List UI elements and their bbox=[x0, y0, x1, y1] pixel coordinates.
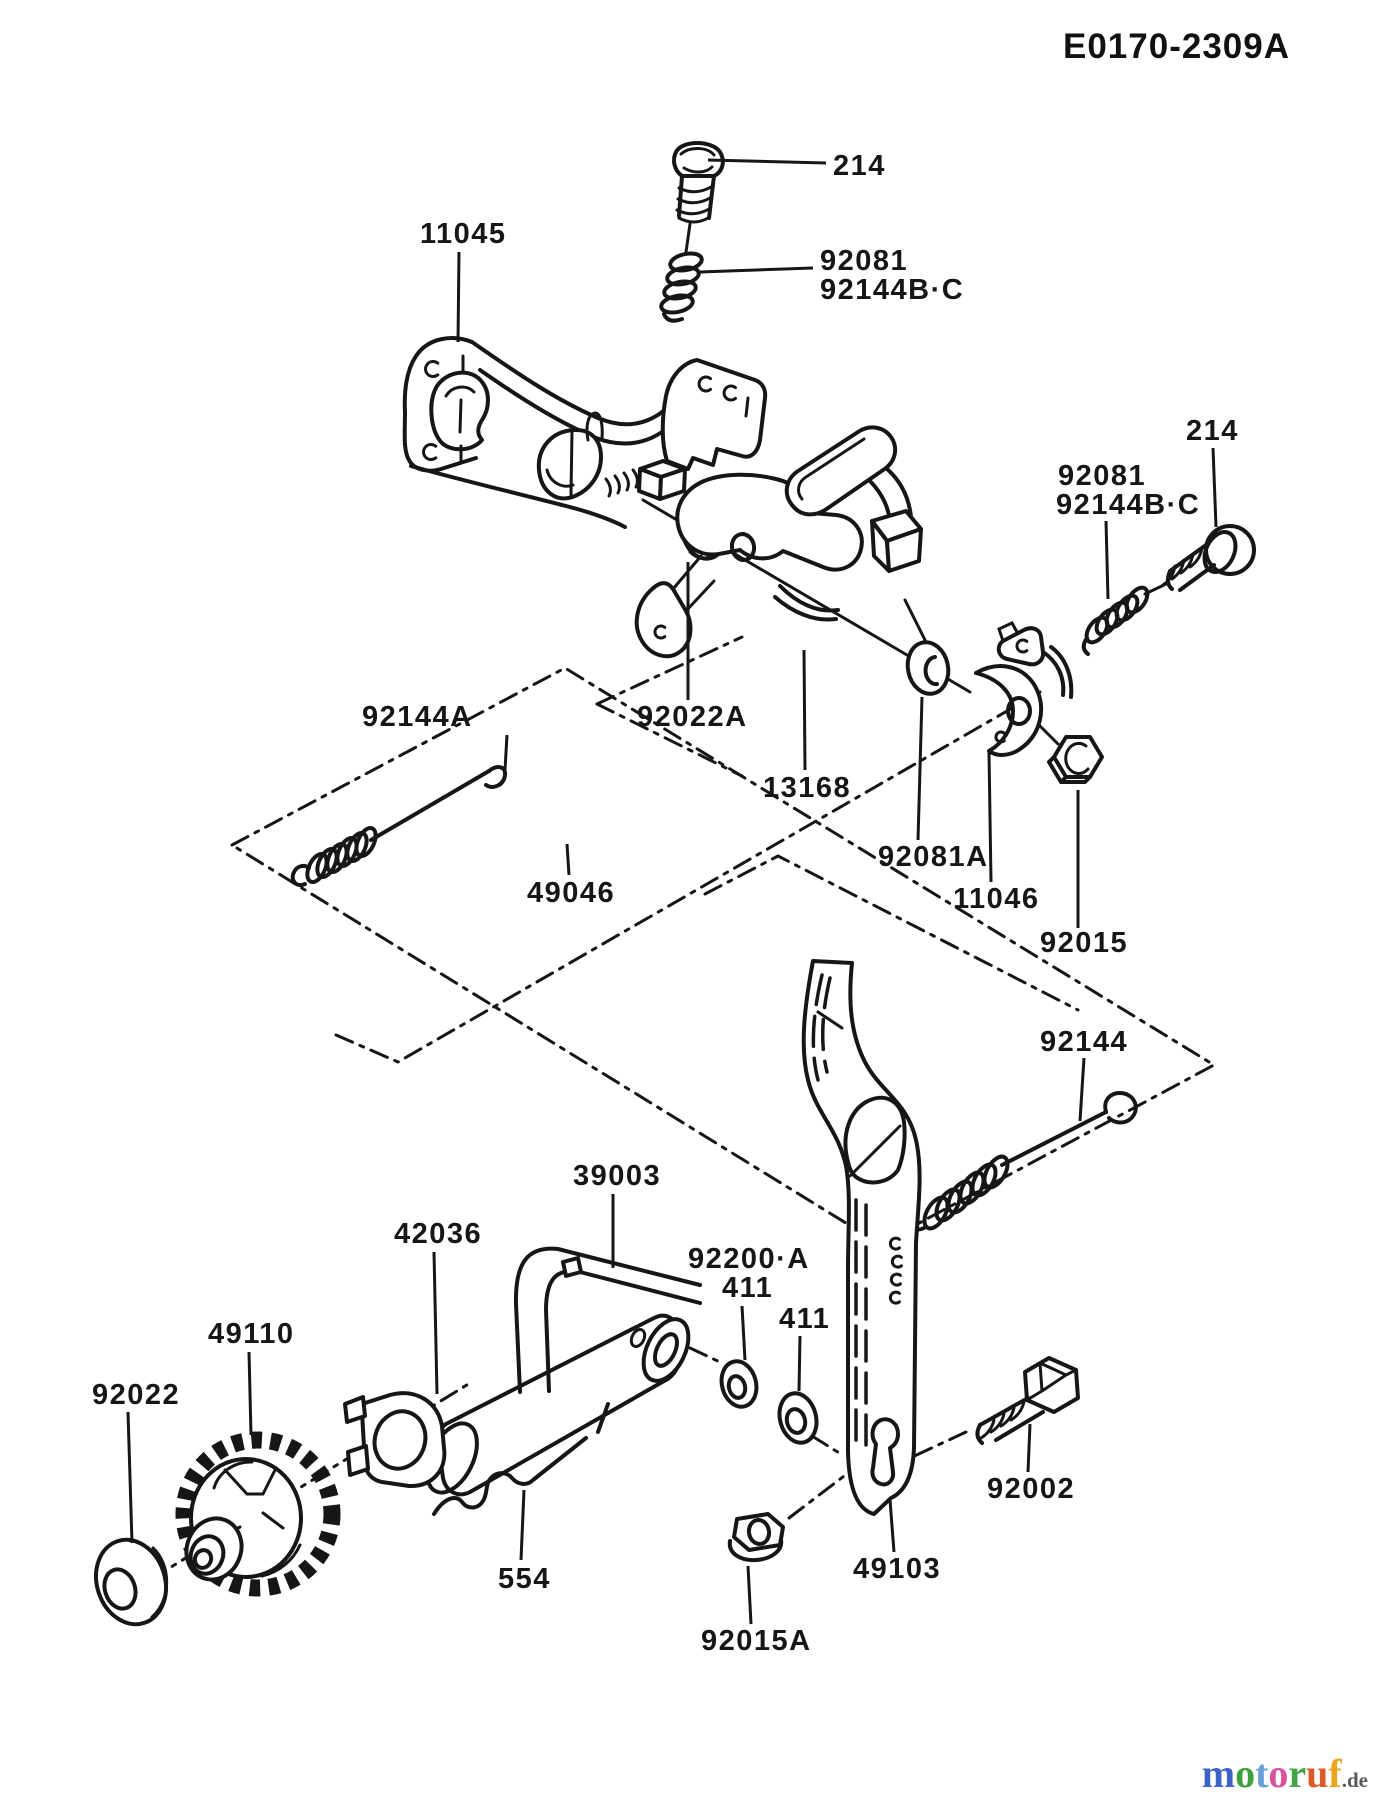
part-label-92002: 92002 bbox=[987, 1473, 1075, 1505]
motoruf-logo-suffix: .de bbox=[1341, 1768, 1368, 1792]
part-spring-92081-right bbox=[1081, 585, 1150, 656]
part-spring-92081-top bbox=[659, 251, 704, 323]
leader-line-92081A bbox=[916, 696, 924, 841]
part-link-11046 bbox=[974, 621, 1074, 757]
part-screw-214-top bbox=[672, 141, 725, 254]
part-label-92022A: 92022A bbox=[637, 701, 748, 733]
leader-line-11045 bbox=[456, 251, 461, 343]
motoruf-letter: t bbox=[1255, 1751, 1269, 1796]
part-collar-42036 bbox=[343, 1391, 447, 1489]
part-shaft-39003 bbox=[425, 1246, 702, 1497]
part-screw-214-right bbox=[1143, 524, 1256, 596]
motoruf-watermark: motoruf.de bbox=[1202, 1754, 1368, 1794]
leader-line-92144 bbox=[1078, 1057, 1086, 1122]
part-label-11046: 11046 bbox=[953, 883, 1040, 915]
leader-line-92002 bbox=[1026, 1423, 1032, 1473]
part-nut-92015A bbox=[727, 1512, 785, 1563]
part-label-554: 554 bbox=[498, 1563, 551, 1595]
part-washer-411-a bbox=[719, 1359, 759, 1409]
leader-line-214-right bbox=[1211, 447, 1218, 528]
leader-line-92022 bbox=[126, 1411, 134, 1544]
part-gear-49110 bbox=[175, 1431, 341, 1597]
motoruf-logo-text: motoruf bbox=[1202, 1751, 1342, 1796]
part-throttle-lever bbox=[784, 425, 923, 573]
diagram-code: E0170-2309A bbox=[1063, 27, 1290, 66]
motoruf-letter: f bbox=[1328, 1751, 1342, 1796]
part-label-92015: 92015 bbox=[1040, 927, 1128, 959]
leader-line-92081-right bbox=[1104, 520, 1110, 600]
leader-line-49046 bbox=[565, 843, 571, 876]
leader-line-49103 bbox=[888, 1499, 896, 1553]
part-washer-92022 bbox=[94, 1537, 169, 1627]
part-rod-554 bbox=[432, 1402, 610, 1516]
part-lever-49103 bbox=[801, 959, 922, 1516]
part-label-49046: 49046 bbox=[527, 877, 615, 909]
part-label-42036: 42036 bbox=[394, 1218, 482, 1250]
part-spring-92144A bbox=[290, 765, 508, 887]
motoruf-letter: m bbox=[1201, 1751, 1236, 1796]
part-label-214-top: 214 bbox=[833, 150, 886, 182]
part-label-411-2: 411 bbox=[779, 1303, 830, 1335]
part-label-92022: 92022 bbox=[92, 1379, 180, 1411]
part-bracket-11045 bbox=[402, 336, 768, 529]
leader-line-214-top bbox=[707, 158, 827, 165]
part-label-39003: 39003 bbox=[573, 1160, 661, 1192]
leader-line-13168 bbox=[802, 649, 807, 771]
motoruf-letter: u bbox=[1306, 1751, 1329, 1796]
part-washer-92081A bbox=[905, 640, 951, 696]
leader-line-92200A-411 bbox=[740, 1305, 747, 1361]
leader-line-411-2 bbox=[797, 1335, 802, 1392]
leader-line-554 bbox=[519, 1489, 526, 1561]
leader-line-11046 bbox=[987, 751, 993, 883]
part-label-13168: 13168 bbox=[763, 772, 851, 804]
part-nut-92015 bbox=[1047, 735, 1104, 784]
leader-line-92081-top bbox=[699, 266, 814, 274]
leader-line-92144A bbox=[503, 734, 509, 771]
leader-line-49110 bbox=[247, 1351, 253, 1436]
leader-line-92015A bbox=[746, 1565, 753, 1625]
motoruf-letter: o bbox=[1268, 1751, 1289, 1796]
part-label-92144: 92144 bbox=[1040, 1026, 1128, 1058]
motoruf-letter: o bbox=[1235, 1751, 1256, 1796]
part-label-92144A: 92144A bbox=[362, 701, 473, 733]
part-spring-92144 bbox=[909, 1091, 1138, 1232]
part-bolt-92002 bbox=[975, 1356, 1080, 1445]
part-washer-411-b bbox=[777, 1391, 819, 1445]
part-label-11045: 11045 bbox=[420, 218, 507, 250]
motoruf-letter: r bbox=[1288, 1751, 1307, 1796]
panel-49046-outline bbox=[228, 635, 1218, 1246]
part-label-49103: 49103 bbox=[853, 1553, 941, 1585]
leader-line-42036 bbox=[432, 1251, 439, 1395]
part-label-92015A: 92015A bbox=[701, 1625, 812, 1657]
part-label-92081A: 92081A bbox=[878, 841, 989, 873]
part-label-214-right: 214 bbox=[1186, 415, 1239, 447]
part-label-49110: 49110 bbox=[208, 1318, 295, 1350]
